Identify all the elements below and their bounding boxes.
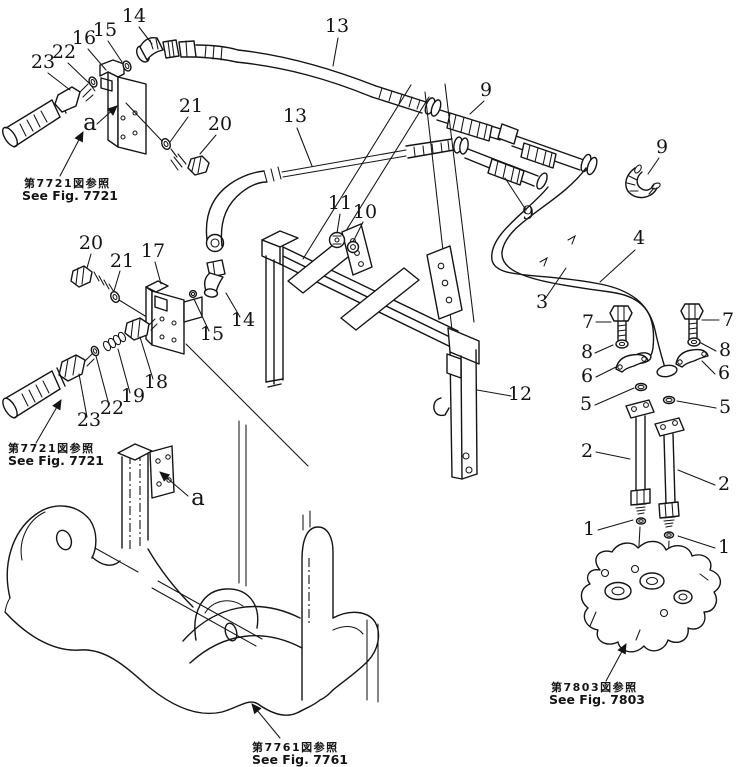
callout-9-b: 9 — [656, 136, 668, 158]
view-marker-a-upper: a — [83, 110, 97, 136]
callout-19: 19 — [121, 385, 145, 407]
callout-9-a: 9 — [480, 79, 492, 101]
chassis-channel — [298, 510, 380, 713]
callout-3: 3 — [536, 291, 548, 313]
hose-13-upper — [195, 44, 598, 176]
ref-7721-top-jp: 第7721図参照 — [24, 176, 111, 190]
callout-7-left: 7 — [582, 311, 594, 333]
washer-8-right — [687, 337, 701, 347]
callout-15-upper: 15 — [93, 19, 117, 41]
callout-5-left: 5 — [580, 393, 592, 415]
callout-8-left: 8 — [581, 341, 593, 363]
tubes-2 — [625, 399, 685, 598]
callout-12: 12 — [508, 383, 532, 405]
tube-2-left — [625, 399, 655, 419]
o-ring-1-right — [663, 531, 675, 539]
o-ring-1-left — [635, 517, 647, 525]
callout-4: 4 — [633, 227, 645, 249]
ref-7721-mid-en: See Fig. 7721 — [8, 453, 104, 468]
callout-23-mid: 23 — [77, 409, 101, 431]
mounting-frame-12 — [261, 83, 480, 480]
view-marker-a-lower: a — [191, 485, 205, 511]
fitting-assembly-17 — [2, 259, 309, 587]
clamp-6-left — [615, 353, 649, 373]
callout-18: 18 — [144, 371, 168, 393]
tube-2-right — [654, 417, 685, 437]
callout-14-mid: 14 — [231, 309, 255, 331]
o-ring-5-right — [662, 395, 676, 405]
chassis-post — [117, 443, 175, 550]
callout-21-mid: 21 — [110, 250, 134, 272]
ref-7761-jp: 第7761図参照 — [252, 740, 339, 754]
callout-11: 11 — [328, 192, 352, 214]
ref-7721-top-en: See Fig. 7721 — [22, 188, 118, 203]
ref-7803-en: See Fig. 7803 — [549, 692, 645, 707]
hose-13-lower — [205, 136, 548, 253]
callout-20-mid: 20 — [79, 232, 103, 254]
figure-references: 第7721図参照 See Fig. 7721 第7721図参照 See Fig.… — [8, 176, 645, 767]
bolt-11 — [328, 231, 346, 249]
callout-16: 16 — [72, 27, 96, 49]
callout-20-upper: 20 — [208, 113, 232, 135]
callout-2-right: 2 — [718, 473, 730, 495]
u-clamp-9 — [625, 164, 661, 199]
callout-15-mid: 15 — [200, 323, 224, 345]
callout-23-upper: 23 — [31, 51, 55, 73]
mount-bracket-a — [149, 445, 175, 499]
callout-6-right: 6 — [718, 362, 730, 384]
callout-8-right: 8 — [719, 339, 731, 361]
o-ring-15-mid — [188, 289, 198, 299]
callout-1-left: 1 — [583, 518, 595, 540]
callout-2-left: 2 — [581, 440, 593, 462]
callout-1-right: 1 — [718, 536, 730, 558]
callout-21-upper: 21 — [179, 95, 203, 117]
callout-6-left: 6 — [581, 365, 593, 387]
callout-7-right: 7 — [722, 309, 734, 331]
callout-22-upper: 22 — [52, 41, 76, 63]
ref-7803-jp: 第7803図参照 — [551, 680, 638, 694]
callout-14-upper: 14 — [122, 5, 146, 27]
o-ring-22-mid — [90, 345, 100, 357]
callout-10: 10 — [353, 201, 377, 223]
washer-21-mid — [109, 291, 121, 303]
callout-labels: 14 15 16 22 23 13 13 9 9 9 11 10 4 3 20 … — [31, 5, 734, 558]
callout-13-mid: 13 — [283, 105, 307, 127]
ref-7721-mid-jp: 第7721図参照 — [8, 441, 95, 455]
clamp-6-right — [675, 348, 709, 368]
fitting-23-mid — [58, 354, 86, 382]
callout-13-top: 13 — [325, 15, 349, 37]
bracket-plate-16 — [99, 59, 147, 155]
control-valve — [580, 540, 721, 653]
leader-lines — [47, 26, 720, 549]
bolt-7-right — [680, 303, 704, 320]
washer-8-left — [615, 339, 629, 349]
a-arrow-upper — [96, 105, 118, 125]
reference-arrows — [35, 105, 627, 739]
ref-7761-en: See Fig. 7761 — [252, 752, 348, 767]
callout-9-c: 9 — [522, 202, 534, 224]
callout-5-right: 5 — [719, 396, 731, 418]
washer-10 — [346, 240, 360, 254]
bracket-plate-17 — [151, 290, 185, 355]
bolt-7-left — [609, 305, 633, 322]
washer-21-upper — [160, 138, 172, 150]
bolt-20-upper — [170, 148, 210, 176]
flange-bolt-kits — [609, 303, 709, 405]
o-ring-5-left — [634, 382, 648, 392]
a-arrow-lower — [159, 471, 189, 497]
elbow-fitting-14-upper — [136, 37, 197, 63]
spring-19 — [102, 331, 127, 352]
callout-17: 17 — [141, 240, 165, 262]
callout-22-mid: 22 — [100, 397, 124, 419]
